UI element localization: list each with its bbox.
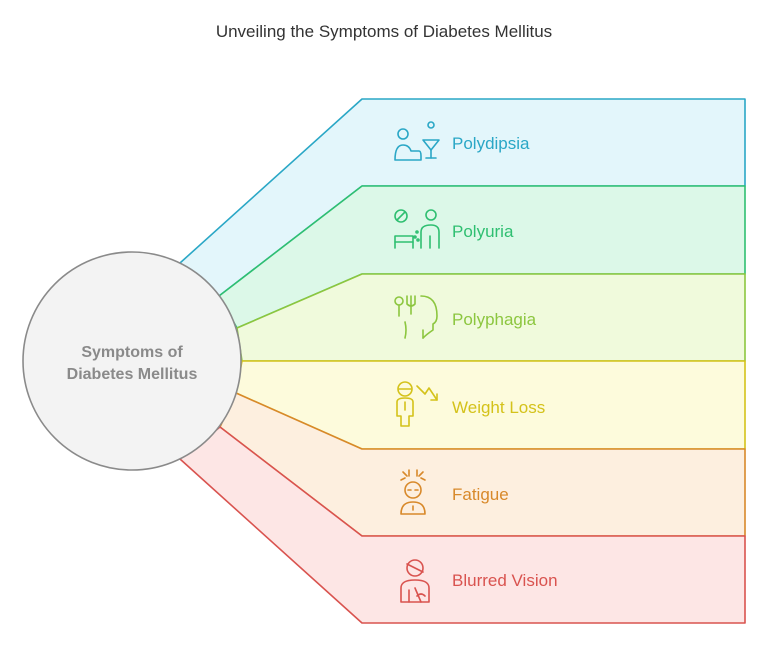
band-label: Polydipsia (452, 134, 530, 153)
person-drinking-icon (394, 121, 440, 161)
person-decreasing-icon (396, 381, 438, 427)
center-circle (22, 251, 242, 471)
band-label: Polyuria (452, 222, 514, 241)
band-label: Fatigue (452, 485, 509, 504)
band-label: Polyphagia (452, 310, 537, 329)
tired-person-icon (400, 469, 426, 515)
head-fork-icon (394, 295, 438, 339)
band-label: Weight Loss (452, 398, 545, 417)
center-label-line1: Symptoms of (81, 344, 183, 361)
person-blurred-vision-icon (400, 559, 430, 603)
diagram-title: Unveiling the Symptoms of Diabetes Melli… (215, 22, 553, 41)
center-label-line2: Diabetes Mellitus (67, 366, 198, 383)
person-restroom-icon (394, 209, 440, 249)
center-node: Symptoms of Diabetes Mellitus (22, 251, 242, 471)
band-label: Blurred Vision (452, 571, 558, 590)
